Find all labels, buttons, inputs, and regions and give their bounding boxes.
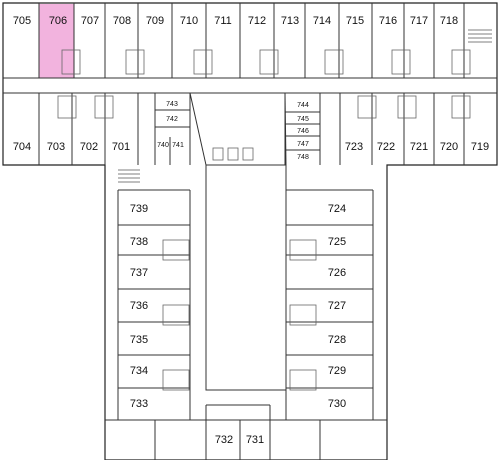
room-737[interactable]: 737 xyxy=(130,267,148,279)
room-labels: 705 706 707 708 709 710 711 712 713 714 … xyxy=(13,15,489,446)
room-740[interactable]: 740 xyxy=(157,142,169,149)
room-703[interactable]: 703 xyxy=(47,141,65,153)
room-730[interactable]: 730 xyxy=(328,398,346,410)
room-722[interactable]: 722 xyxy=(377,141,395,153)
room-726[interactable]: 726 xyxy=(328,267,346,279)
room-719[interactable]: 719 xyxy=(471,141,489,153)
room-738[interactable]: 738 xyxy=(130,236,148,248)
room-745[interactable]: 745 xyxy=(297,116,309,123)
room-701[interactable]: 701 xyxy=(112,141,130,153)
stairs xyxy=(118,29,492,183)
room-736[interactable]: 736 xyxy=(130,300,148,312)
room-741[interactable]: 741 xyxy=(172,142,184,149)
room-713[interactable]: 713 xyxy=(281,15,299,27)
room-739[interactable]: 739 xyxy=(130,203,148,215)
room-743[interactable]: 743 xyxy=(166,101,178,108)
room-746[interactable]: 746 xyxy=(297,128,309,135)
room-702[interactable]: 702 xyxy=(80,141,98,153)
room-712[interactable]: 712 xyxy=(248,15,266,27)
room-711[interactable]: 711 xyxy=(214,15,232,27)
room-744[interactable]: 744 xyxy=(297,102,309,109)
room-731[interactable]: 731 xyxy=(246,434,264,446)
room-734[interactable]: 734 xyxy=(130,365,148,377)
small-room-labels: 743 742 740 741 744 745 746 747 748 xyxy=(157,101,309,161)
room-732[interactable]: 732 xyxy=(215,434,233,446)
room-724[interactable]: 724 xyxy=(328,203,346,215)
room-748[interactable]: 748 xyxy=(297,154,309,161)
room-707[interactable]: 707 xyxy=(81,15,99,27)
room-720[interactable]: 720 xyxy=(440,141,458,153)
room-706-highlight xyxy=(39,4,74,78)
room-728[interactable]: 728 xyxy=(328,334,346,346)
room-706[interactable]: 706 xyxy=(49,15,67,27)
walls xyxy=(3,3,497,460)
room-716[interactable]: 716 xyxy=(379,15,397,27)
room-717[interactable]: 717 xyxy=(410,15,428,27)
room-747[interactable]: 747 xyxy=(297,141,309,148)
room-709[interactable]: 709 xyxy=(146,15,164,27)
room-715[interactable]: 715 xyxy=(346,15,364,27)
room-729[interactable]: 729 xyxy=(328,365,346,377)
room-721[interactable]: 721 xyxy=(410,141,428,153)
room-705[interactable]: 705 xyxy=(13,15,31,27)
room-723[interactable]: 723 xyxy=(345,141,363,153)
room-735[interactable]: 735 xyxy=(130,334,148,346)
room-725[interactable]: 725 xyxy=(328,236,346,248)
room-718[interactable]: 718 xyxy=(440,15,458,27)
room-708[interactable]: 708 xyxy=(113,15,131,27)
room-733[interactable]: 733 xyxy=(130,398,148,410)
bathroom-fixtures xyxy=(57,49,471,391)
room-714[interactable]: 714 xyxy=(313,15,331,27)
room-727[interactable]: 727 xyxy=(328,300,346,312)
room-710[interactable]: 710 xyxy=(180,15,198,27)
room-704[interactable]: 704 xyxy=(13,141,31,153)
room-742[interactable]: 742 xyxy=(166,116,178,123)
